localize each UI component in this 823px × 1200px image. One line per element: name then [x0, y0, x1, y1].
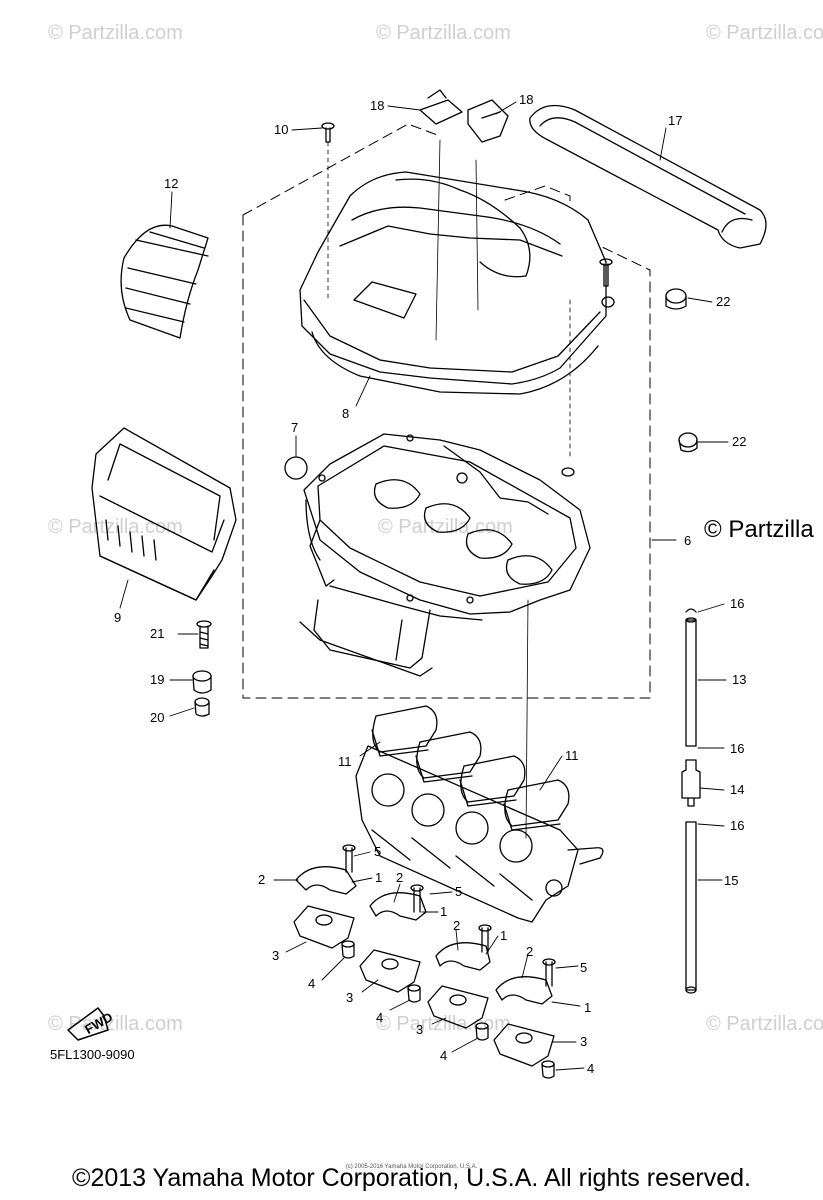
callout-number: 13: [732, 672, 746, 687]
watermark: © Partzilla.com: [378, 516, 513, 538]
callout-number: 9: [114, 610, 121, 625]
callout-number: 18: [370, 98, 384, 113]
check-valve: [681, 759, 701, 807]
callout-number: 5: [580, 960, 587, 975]
hose: [685, 608, 697, 747]
joint: [371, 599, 570, 839]
callout-number: 6: [684, 533, 691, 548]
callout-number: 2: [526, 944, 533, 959]
plug: [284, 456, 308, 480]
watermark: © Partzilla.com: [48, 1013, 183, 1035]
callout-number: 11: [338, 754, 352, 769]
clip: [419, 89, 509, 143]
leader-lines: [119, 101, 729, 1071]
bolt: [196, 620, 212, 649]
brand-watermark: © Partzilla: [704, 516, 814, 543]
callout-number: 12: [164, 176, 178, 191]
assembly-boundary: [242, 123, 651, 699]
callout-number: 15: [724, 873, 738, 888]
duct-boot: [120, 224, 209, 339]
collar: [194, 697, 210, 717]
callout-number: 8: [342, 406, 349, 421]
callout-number: 11: [565, 748, 579, 763]
callout-number: 22: [732, 434, 746, 449]
callout-number: 22: [716, 294, 730, 309]
air-filter-element: [91, 427, 237, 601]
callout-number: 3: [346, 990, 353, 1005]
callout-number: 2: [396, 870, 403, 885]
copyright-notice: ©2013 Yamaha Motor Corporation, U.S.A. A…: [72, 1164, 751, 1192]
callout-number: 19: [150, 672, 164, 687]
holder: [293, 905, 555, 1067]
callout-number: 16: [730, 818, 744, 833]
callout-number: 4: [440, 1048, 447, 1063]
screw: [561, 258, 615, 477]
callout-number: 1: [500, 928, 507, 943]
clamp: [295, 866, 553, 1005]
callout-number: 1: [375, 870, 382, 885]
watermark: © Partzilla.com: [48, 516, 183, 538]
hose: [685, 821, 697, 994]
callout-number: 3: [272, 948, 279, 963]
callout-number: 4: [376, 1010, 383, 1025]
screw: [321, 122, 335, 301]
callout-number: 3: [416, 1022, 423, 1037]
air-cleaner-cap: [299, 139, 607, 395]
watermark: © Partzilla.com: [706, 22, 823, 44]
callout-number: 4: [587, 1061, 594, 1076]
watermark: © Partzilla.com: [376, 1013, 511, 1035]
throttle-body: [355, 745, 604, 923]
watermark: © Partzilla.com: [376, 22, 511, 44]
intake-duct: [529, 104, 767, 249]
fine-print: (c) 2005-2016 Yamaha Motor Corporation, …: [345, 1164, 478, 1170]
callout-number: 4: [308, 976, 315, 991]
diagram-code: 5FL1300-9090: [50, 1047, 135, 1062]
watermark: © Partzilla.com: [706, 1013, 823, 1035]
callout-number: 21: [150, 626, 164, 641]
collar: [341, 940, 555, 1079]
air-cleaner-case: [299, 433, 591, 677]
callout-number: 5: [455, 884, 462, 899]
callout-number: 1: [584, 1000, 591, 1015]
callout-number: 2: [258, 872, 265, 887]
callout-number: 1: [440, 904, 447, 919]
watermark: © Partzilla.com: [48, 22, 183, 44]
callout-number: 16: [730, 596, 744, 611]
callout-number: 18: [519, 92, 533, 107]
callout-number: 20: [150, 710, 164, 725]
callout-number: 17: [668, 113, 682, 128]
callout-number: 10: [274, 122, 288, 137]
callout-number: 5: [374, 844, 381, 859]
callout-number: 7: [291, 420, 298, 435]
fwd-arrow: [67, 1007, 109, 1041]
collar: [192, 670, 212, 694]
callout-number: 2: [453, 918, 460, 933]
callout-number: 3: [580, 1034, 587, 1049]
callout-number: 16: [730, 741, 744, 756]
screw: [342, 844, 556, 987]
callout-numbers: 18 18 17 10 12 22 8 7 22 6 9 21 19 20 16…: [114, 92, 746, 1076]
grommet: [665, 288, 698, 453]
callout-number: 14: [730, 782, 744, 797]
